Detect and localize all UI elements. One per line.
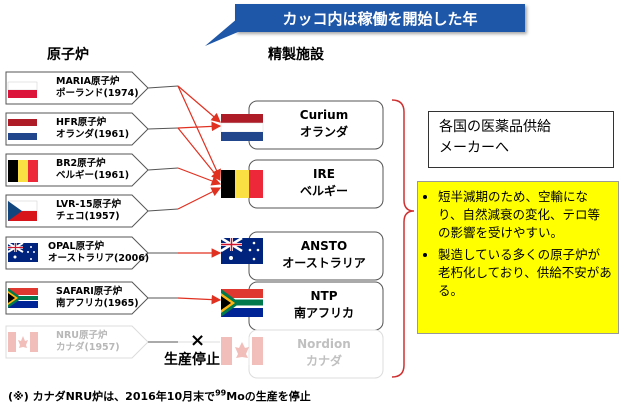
production-stop-label: 生産停止 [164,352,220,368]
arrow-south-africa-ntp [177,294,222,305]
reactor-label-poland: MARIA原子炉ポーランド(1974) [56,76,139,99]
belgium-flag [8,160,38,182]
poland-flag [7,81,38,98]
facility-netherlands-flag [220,114,264,141]
right-brace [391,99,415,378]
reactor-box-poland [5,71,149,105]
facility-south-africa-flag [221,289,263,317]
arrow-poland-ire [177,85,221,180]
note-item: 短半減期のため、空輸になり、自然減衰の変化、テロ等の影響を受けやすい。 [438,188,612,242]
arrow-netherlands-ire [177,127,221,181]
facility-column-header: 精製施設 [268,47,324,63]
arrow-netherlands-curium [177,121,222,132]
netherlands-flag [8,119,37,140]
supply-line-2: メーカーへ [439,140,509,156]
reactor-box-canada [5,325,149,359]
note-item: 製造している多くの原子炉が老朽化しており、供給不安がある。 [438,246,612,300]
risk-notes-box: 短半減期のため、空輸になり、自然減衰の変化、テロ等の影響を受けやすい。 製造して… [417,181,619,334]
facility-belgium-flag [221,170,263,198]
reactor-box-netherlands [5,112,149,146]
facility-canada-flag [221,337,263,365]
production-stop-mark: × [190,330,206,351]
reactor-box-australia [5,236,149,270]
reactor-box-belgium [5,153,149,187]
australia-flag [7,242,38,262]
czech-flag [7,200,38,221]
callout-banner: カッコ内は稼働を開始した年 [235,4,525,32]
arrow-poland-curium [177,85,221,123]
reactor-connectors [147,85,179,343]
reactor-label-czech: LVR-15原子炉チェコ(1957) [56,199,122,222]
reactor-box-czech [5,194,149,228]
facility-australia-flag [220,236,263,264]
south-africa-flag [8,288,38,308]
reactor-label-south-africa: SAFARI原子炉南アフリカ(1965) [56,286,139,309]
reactor-column-header: 原子炉 [47,47,89,63]
reactor-label-australia: OPAL原子炉オーストラリア(2006) [48,241,150,264]
callout-text: カッコ内は稼働を開始した年 [282,9,478,28]
canada-flag [8,332,38,352]
callout-pointer [205,18,238,46]
reactor-label-netherlands: HFR原子炉オランダ(1961) [56,117,130,140]
reactor-box-south-africa [5,281,149,315]
arrow-belgium-ire [177,167,222,186]
facility-box-nordion [248,329,384,379]
supply-line-1: 各国の医薬品供給 [439,119,551,135]
arrow-czech-ire [177,187,222,210]
footnote: (※) カナダNRU炉は、2016年10月末で99Moの生産を停止 [8,388,311,403]
supply-destination-box: 各国の医薬品供給 メーカーへ [428,111,614,168]
supply-arrows [177,85,222,305]
reactor-label-canada: NRU原子炉カナダ(1957) [56,330,120,353]
reactor-label-belgium: BR2原子炉ベルギー(1961) [56,158,130,181]
